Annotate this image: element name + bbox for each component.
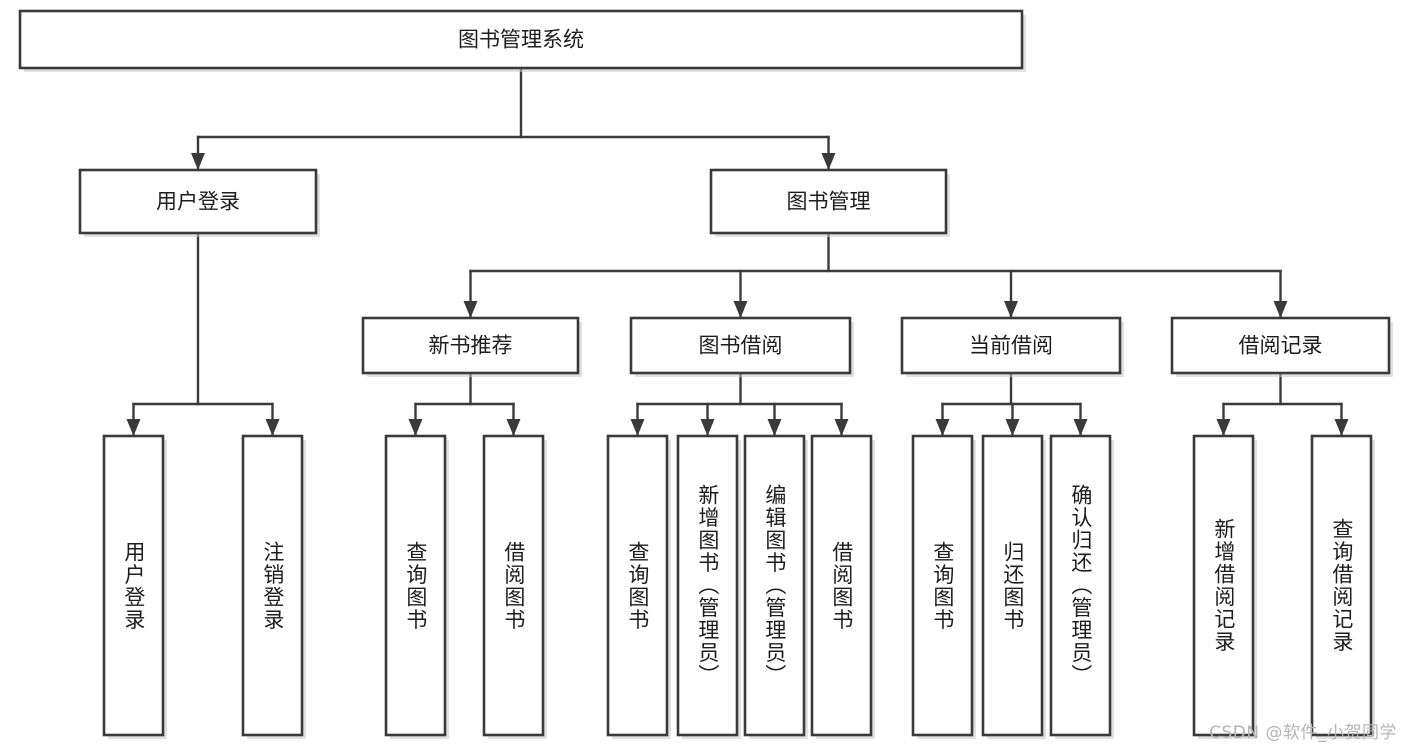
node-leaf-borrow-book-1[interactable] [482, 434, 547, 739]
arrow-head-icon [1273, 301, 1288, 318]
node-box[interactable] [1310, 434, 1373, 737]
node-box[interactable] [384, 434, 447, 737]
arrow-head-icon [700, 419, 715, 436]
node-leaf-user-login[interactable] [102, 434, 167, 739]
node-box[interactable] [1049, 434, 1112, 737]
csdn-watermark: CSDN @软件_小贺同学 [1209, 723, 1397, 743]
arrow-head-icon [1073, 419, 1088, 436]
arrow-head-icon [1004, 301, 1018, 318]
arrow-head-icon [630, 419, 645, 436]
node-box[interactable] [911, 434, 974, 737]
node-leaf-query-book-2[interactable] [606, 434, 671, 739]
arrow-head-icon [834, 419, 849, 436]
node-borrow-record[interactable]: 借阅记录 [1170, 316, 1393, 377]
node-leaf-return-book[interactable] [981, 434, 1046, 739]
node-box[interactable] [743, 434, 806, 737]
node-box[interactable] [629, 316, 852, 375]
node-book-borrow[interactable]: 图书借阅 [629, 316, 854, 377]
node-label: 图书管理系统 [458, 28, 584, 52]
arrow-head-icon [1334, 419, 1349, 436]
node-user-login[interactable]: 用户登录 [78, 168, 320, 237]
node-box[interactable] [981, 434, 1044, 737]
arrow-head-icon [265, 419, 280, 436]
node-label: 借阅记录 [1239, 334, 1323, 358]
node-box[interactable] [709, 168, 948, 235]
arrow-head-icon [935, 419, 950, 436]
node-label: 用户登录 [156, 190, 240, 214]
node-book-manage[interactable]: 图书管理 [709, 168, 950, 237]
node-leaf-logout[interactable] [241, 434, 306, 739]
node-box[interactable] [1170, 316, 1391, 375]
arrow-head-icon [821, 153, 836, 170]
node-box[interactable] [102, 434, 165, 737]
arrow-head-icon [191, 153, 205, 170]
node-leaf-query-record[interactable] [1310, 434, 1375, 739]
node-box[interactable] [900, 316, 1122, 375]
arrow-head-icon [733, 301, 748, 318]
node-leaf-borrow-book-2[interactable] [810, 434, 875, 739]
node-leaf-add-record[interactable] [1192, 434, 1257, 739]
node-box[interactable] [361, 316, 580, 375]
arrow-head-icon [408, 419, 423, 436]
node-label: 新书推荐 [429, 334, 513, 358]
node-leaf-add-book[interactable] [676, 434, 741, 739]
arrow-head-icon [126, 419, 141, 436]
node-box[interactable] [606, 434, 669, 737]
arrow-head-icon [767, 419, 782, 436]
arrow-head-icon [1005, 419, 1020, 436]
node-leaf-query-book-1[interactable] [384, 434, 449, 739]
node-leaf-query-book-3[interactable] [911, 434, 976, 739]
arrow-head-icon [463, 301, 478, 318]
node-current-borrow[interactable]: 当前借阅 [900, 316, 1124, 377]
node-box[interactable] [482, 434, 545, 737]
arrow-head-icon [1216, 419, 1231, 436]
node-label: 当前借阅 [969, 334, 1053, 358]
node-box[interactable] [810, 434, 873, 737]
node-box[interactable] [78, 168, 318, 235]
node-box[interactable] [241, 434, 304, 737]
node-leaf-edit-book[interactable] [743, 434, 808, 739]
node-box[interactable] [18, 9, 1024, 70]
node-leaf-confirm-return[interactable] [1049, 434, 1114, 739]
connector-layer [126, 66, 1349, 437]
node-root[interactable]: 图书管理系统 [18, 9, 1026, 72]
node-new-book-recommend[interactable]: 新书推荐 [361, 316, 582, 377]
node-label: 图书借阅 [699, 334, 783, 358]
node-label: 图书管理 [787, 190, 871, 214]
arrow-head-icon [506, 419, 521, 436]
node-box[interactable] [676, 434, 739, 737]
node-box[interactable] [1192, 434, 1255, 737]
